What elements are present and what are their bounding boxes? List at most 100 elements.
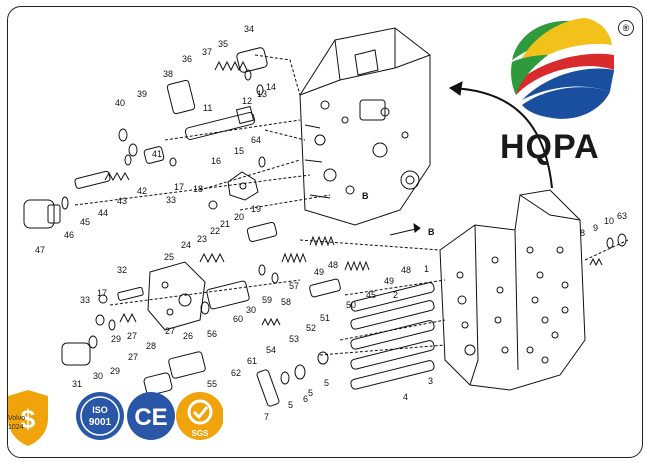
registered-mark: ® xyxy=(618,20,634,36)
callout-c3: 3 xyxy=(428,376,433,386)
callout-c13: 13 xyxy=(257,89,267,99)
callout-c33a: 33 xyxy=(166,195,176,205)
small-caption: Volvo 1024 xyxy=(8,415,26,431)
upper-valve-housing xyxy=(299,27,431,226)
callout-c28: 28 xyxy=(146,341,156,351)
callout-c19: 19 xyxy=(251,204,261,214)
callout-c60: 60 xyxy=(233,314,243,324)
callout-c49b: 49 xyxy=(384,276,394,286)
callout-c34: 34 xyxy=(244,24,254,34)
callout-c26: 26 xyxy=(183,331,193,341)
callout-c8: 8 xyxy=(580,228,585,238)
callout-c51: 51 xyxy=(320,313,330,323)
callout-c55: 55 xyxy=(207,379,217,389)
callout-c17b: 17 xyxy=(97,288,107,298)
callout-c5a: 5 xyxy=(288,400,293,410)
callout-c11: 11 xyxy=(203,103,212,113)
callout-c14: 14 xyxy=(266,82,276,92)
callout-c6: 6 xyxy=(303,394,308,404)
callout-c24: 24 xyxy=(181,240,191,250)
callout-c30b: 30 xyxy=(93,371,103,381)
callout-c20: 20 xyxy=(234,212,244,222)
ce-mark-icon: CE xyxy=(127,392,175,440)
cover-block-26 xyxy=(147,261,206,331)
svg-text:CE: CE xyxy=(134,404,167,431)
svg-text:9001: 9001 xyxy=(89,417,112,428)
callout-c38: 38 xyxy=(163,69,173,79)
callout-c44: 44 xyxy=(98,208,108,218)
svg-text:SGS: SGS xyxy=(192,429,210,438)
callout-c31: 31 xyxy=(72,379,82,389)
callout-c18: 18 xyxy=(193,184,203,194)
callout-c17a: 17 xyxy=(174,182,184,192)
spool-rod-11 xyxy=(184,105,256,140)
callout-c22: 22 xyxy=(210,226,220,236)
callout-c43: 43 xyxy=(117,196,127,206)
callout-c27b: 27 xyxy=(165,326,175,336)
callout-cB2: B xyxy=(428,227,435,237)
callout-c56: 56 xyxy=(207,329,217,339)
callout-c39: 39 xyxy=(137,89,147,99)
callout-c12: 12 xyxy=(242,96,252,106)
callout-c9: 9 xyxy=(593,223,598,233)
callout-c7: 7 xyxy=(264,412,269,422)
callout-c10: 10 xyxy=(604,216,614,226)
lower-valve-housing xyxy=(439,189,586,391)
hqpa-logo-globe xyxy=(510,16,614,120)
callout-c35: 35 xyxy=(218,39,228,49)
callout-c29b: 29 xyxy=(110,366,120,376)
callout-c41: 41 xyxy=(152,149,162,159)
callout-c15: 15 xyxy=(234,146,244,156)
callout-c47: 47 xyxy=(35,245,45,255)
callout-c54: 54 xyxy=(266,345,276,355)
callout-c45a: 45 xyxy=(80,217,90,227)
callout-c2: 2 xyxy=(393,290,398,300)
callout-c48a: 48 xyxy=(328,260,338,270)
assembly-arrow xyxy=(449,87,553,189)
brand-name: HQPA xyxy=(500,128,600,166)
callout-c27c: 27 xyxy=(128,352,138,362)
valve-spools xyxy=(350,282,435,390)
callout-c46: 46 xyxy=(64,230,74,240)
part-callouts: 3437353638403911121314414264161517331843… xyxy=(35,24,627,422)
svg-text:ISO: ISO xyxy=(92,405,108,415)
callout-c32: 32 xyxy=(117,265,127,275)
svg-text:$: $ xyxy=(21,404,36,434)
plugs-and-caps xyxy=(23,47,341,407)
callout-c57: 57 xyxy=(289,281,299,291)
o-rings-and-washers xyxy=(61,69,627,385)
callout-c62: 62 xyxy=(231,368,241,378)
callout-c61: 61 xyxy=(247,356,257,366)
callout-c48b: 48 xyxy=(401,265,411,275)
callout-c53: 53 xyxy=(289,334,299,344)
callout-c50: 50 xyxy=(346,300,356,310)
bracket-15 xyxy=(227,171,259,201)
callout-c49a: 49 xyxy=(314,267,324,277)
callout-c1: 1 xyxy=(424,264,429,274)
callout-c52: 52 xyxy=(306,323,316,333)
callout-c64: 64 xyxy=(251,135,261,145)
callout-c63: 63 xyxy=(617,211,627,221)
callout-c4: 4 xyxy=(403,392,408,402)
shield-dollar-icon: $ xyxy=(8,390,48,446)
callout-c25: 25 xyxy=(164,252,174,262)
springs xyxy=(104,60,603,327)
callout-c36: 36 xyxy=(182,54,192,64)
callout-c21: 21 xyxy=(220,219,230,229)
callout-c27a: 27 xyxy=(127,331,137,341)
callout-c59: 59 xyxy=(262,295,272,305)
certification-badges: $ ISO 9001 CE SGS xyxy=(8,390,223,446)
assembly-center-lines xyxy=(74,54,629,356)
callout-c5c: 5 xyxy=(324,378,329,388)
callout-cB1: B xyxy=(362,191,369,201)
iso-9001-icon: ISO 9001 xyxy=(76,392,124,440)
callout-c23: 23 xyxy=(197,234,207,244)
sgs-icon: SGS xyxy=(176,392,223,440)
callout-c29a: 29 xyxy=(111,334,121,344)
callout-c58: 58 xyxy=(281,297,291,307)
callout-c37: 37 xyxy=(202,47,212,57)
callout-c42: 42 xyxy=(137,186,147,196)
callout-c45b: 45 xyxy=(366,290,376,300)
callout-c40: 40 xyxy=(115,98,125,108)
callout-c33b: 33 xyxy=(80,295,90,305)
